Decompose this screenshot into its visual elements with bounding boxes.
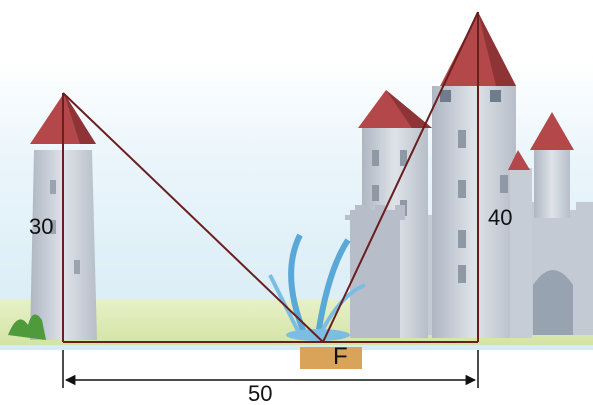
triangle-lines (62, 11, 479, 343)
fountain-base (300, 347, 362, 369)
bush (8, 314, 46, 340)
left-hypotenuse (62, 92, 324, 343)
base-dimension-arrow (62, 350, 479, 388)
right-height-label: 40 (488, 205, 513, 230)
castle (345, 12, 593, 338)
point-f-label: F (333, 343, 348, 370)
right-hypotenuse (322, 11, 479, 343)
base-length-label: 50 (248, 381, 273, 405)
fountain (268, 233, 366, 369)
left-height-label: 30 (29, 214, 54, 239)
